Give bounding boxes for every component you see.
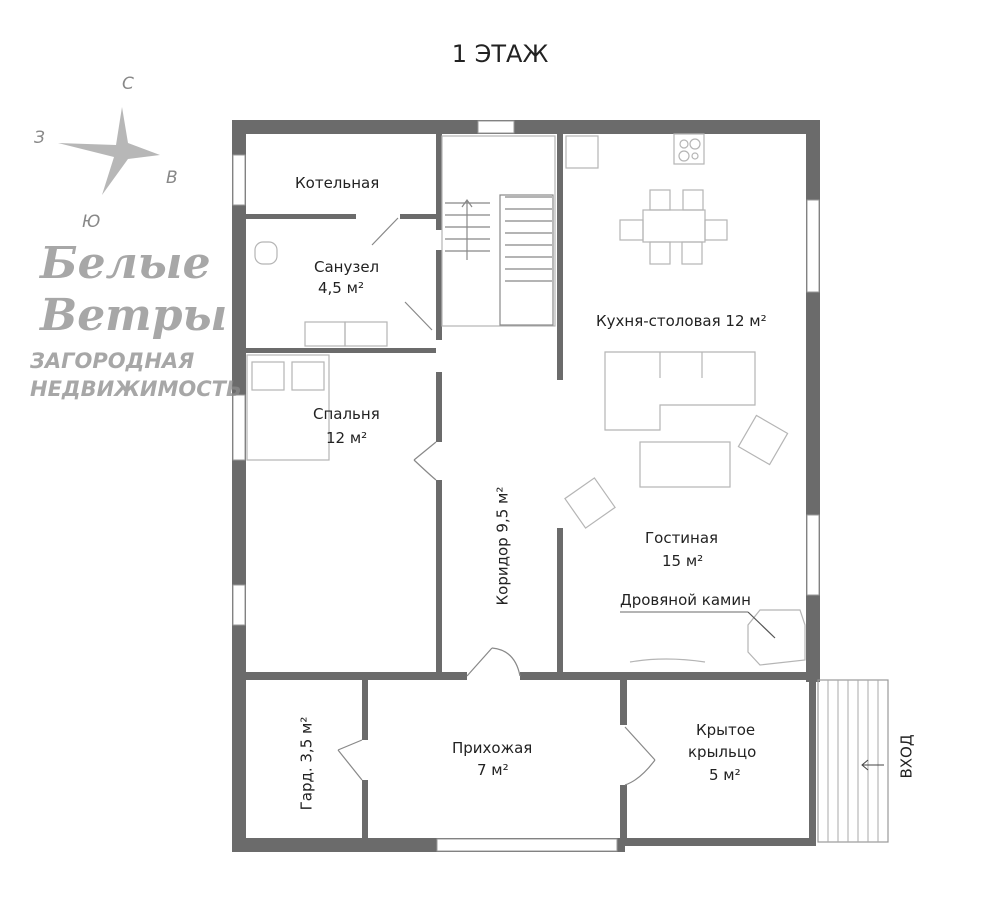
room-bedroom-area: 12 м²: [326, 429, 368, 447]
room-porch-label2: крыльцо: [688, 743, 757, 761]
fireplace-label: Дровяной камин: [620, 591, 751, 609]
logo-tagline1: ЗАГОРОДНАЯ: [30, 349, 195, 373]
room-bedroom-label: Спальня: [313, 405, 380, 423]
room-corridor-label: Коридор 9,5 м²: [493, 486, 512, 606]
logo-tagline2: НЕДВИЖИМОСТЬ: [30, 377, 242, 401]
porch-steps: [827, 680, 879, 842]
compass-west: З: [34, 128, 45, 148]
compass-north: С: [122, 74, 134, 94]
windows: [232, 120, 820, 852]
room-porch-label1: Крытое: [696, 721, 756, 739]
compass-star-icon: [58, 107, 160, 195]
room-kitchen-label: Кухня-столовая 12 м²: [596, 312, 767, 330]
room-wardrobe-label: Гард. 3,5 м²: [297, 716, 316, 811]
room-living-area: 15 м²: [662, 552, 704, 570]
compass-east: В: [166, 168, 178, 188]
furniture: [246, 133, 889, 843]
room-hall-area: 7 м²: [477, 761, 509, 779]
entrance-arrow-icon: [861, 759, 884, 771]
room-bathroom-label: Санузел: [314, 258, 380, 276]
logo-line2: Ветры: [40, 290, 228, 341]
room-porch-area: 5 м²: [709, 766, 741, 784]
entrance-label: ВХОД: [897, 734, 916, 779]
room-living-label: Гостиная: [645, 529, 719, 547]
compass-south: Ю: [82, 212, 101, 232]
room-hall-label: Прихожая: [452, 739, 533, 757]
floor-title: 1 ЭТАЖ: [451, 40, 549, 68]
logo-line1: Белые: [40, 238, 211, 289]
room-bathroom-area: 4,5 м²: [318, 279, 364, 297]
room-boiler-label: Котельная: [295, 174, 380, 192]
